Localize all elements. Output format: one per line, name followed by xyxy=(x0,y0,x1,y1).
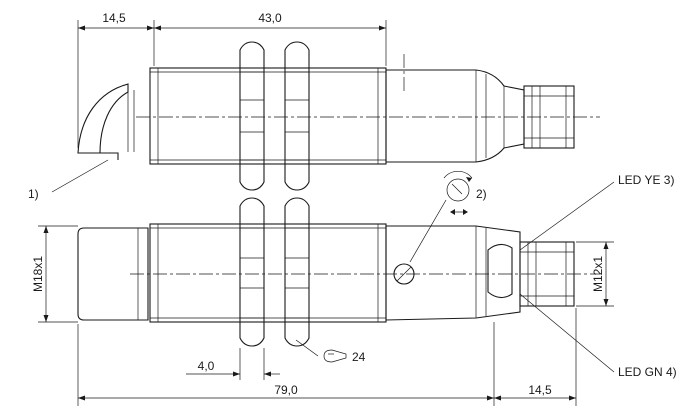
callout-cap-label: 1) xyxy=(28,187,39,201)
top-nut-left xyxy=(239,41,265,191)
top-sensor-body xyxy=(149,67,387,165)
bottom-view xyxy=(77,197,600,347)
bottom-nut-right xyxy=(284,197,310,347)
dim-thread-main: M18x1 xyxy=(31,225,78,323)
bottom-sensor-body xyxy=(149,223,387,323)
dim-thread-main-label: M18x1 xyxy=(31,256,45,292)
dim-top-left-label: 14,5 xyxy=(102,11,126,25)
bottom-nut-left xyxy=(239,197,265,347)
dim-nut-width: 4,0 xyxy=(186,348,280,380)
callout-led-yellow: LED YE 3) xyxy=(519,173,674,251)
dim-top-main-label: 43,0 xyxy=(258,11,282,25)
top-view xyxy=(77,41,600,191)
top-rear-housing xyxy=(385,69,525,163)
callout-adjust-label: 2) xyxy=(476,187,487,201)
bottom-rear-housing xyxy=(385,225,521,321)
bottom-cap xyxy=(77,227,149,321)
top-nut-right xyxy=(284,41,310,191)
callout-wrench-label: 24 xyxy=(352,350,366,364)
callout-wrench: 24 xyxy=(295,339,366,364)
top-dimensions: 14,5 43,0 xyxy=(77,11,387,148)
dim-total-length-label: 79,0 xyxy=(274,383,298,397)
callout-led-green-label: LED GN 4) xyxy=(618,365,677,379)
bottom-led-window xyxy=(487,243,513,299)
callout-cap: 1) xyxy=(28,159,109,201)
callout-led-yellow-label: LED YE 3) xyxy=(618,173,674,187)
dim-thread-plug-label: M12x1 xyxy=(591,256,605,292)
callout-adjust: 2) xyxy=(409,170,487,263)
callout-led-green: LED GN 4) xyxy=(519,293,677,379)
wrench-icon xyxy=(323,349,347,363)
dim-right-plug-label: 14,5 xyxy=(528,383,552,397)
dim-nut-width-label: 4,0 xyxy=(198,359,215,373)
dim-thread-plug: M12x1 xyxy=(576,241,614,307)
top-cap xyxy=(77,83,129,154)
dim-total-length: 79,0 14,5 xyxy=(77,308,577,406)
